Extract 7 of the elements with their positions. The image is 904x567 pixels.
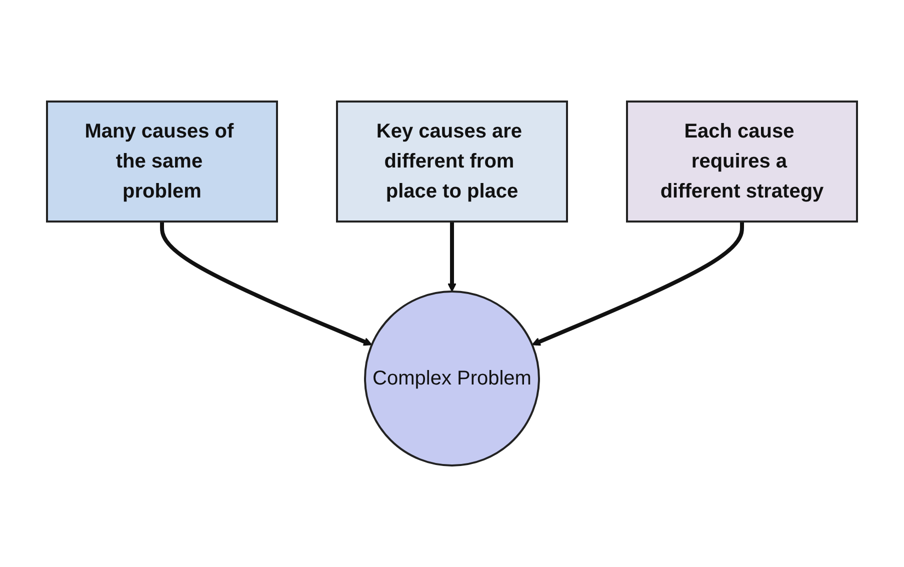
arrow: [532, 222, 744, 346]
arrow: [448, 222, 456, 292]
node-box: Many causes of the same problem: [46, 100, 278, 223]
node-box: Each cause requires a different strategy: [626, 100, 858, 223]
node-circle: Complex Problem: [364, 290, 540, 466]
arrow: [160, 222, 372, 346]
node-box: Key causes are different from place to place: [336, 100, 568, 223]
